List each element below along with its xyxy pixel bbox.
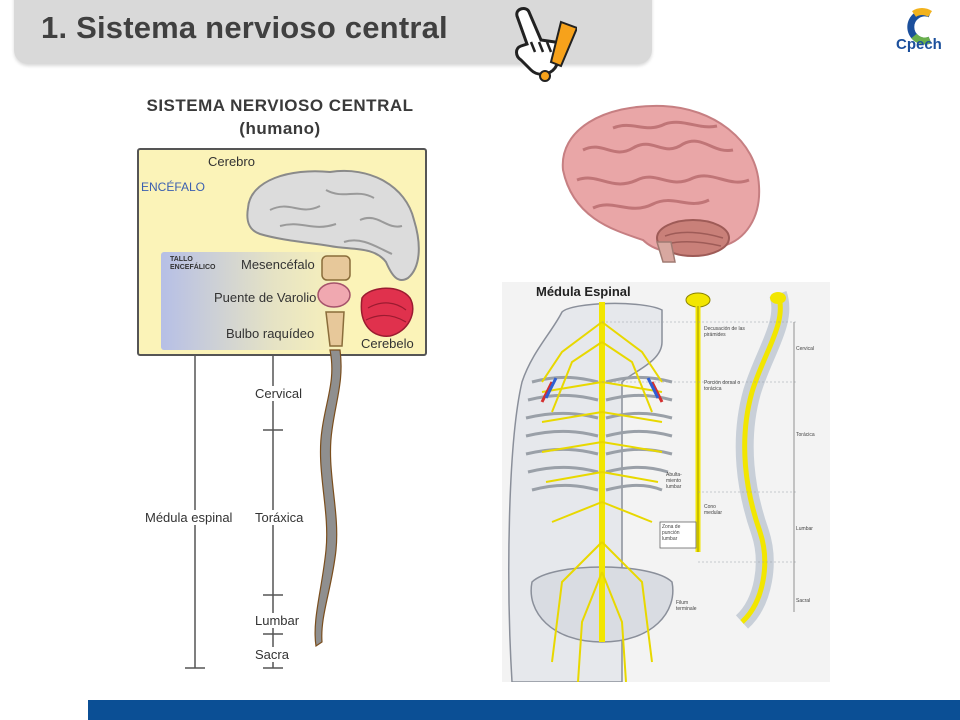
- cono-label: Cono medular: [704, 504, 723, 516]
- diagram-title: SISTEMA NERVIOSO CENTRAL: [146, 96, 414, 115]
- sacra-label: Sacra: [253, 647, 291, 662]
- porcion-label: Porción dorsal o torácica: [704, 380, 741, 392]
- logo-text: Cpech: [896, 36, 942, 53]
- spinal-cord-shape: [314, 349, 342, 648]
- toraxica-label: Toráxica: [253, 510, 306, 525]
- tallo-label: TALLO ENCEFÁLICO: [170, 256, 216, 271]
- bottom-accent-bar: [88, 700, 960, 720]
- cervical-side-label: Cervical: [796, 346, 815, 352]
- sacral-side-label: Sacral: [796, 598, 811, 604]
- puente-label: Puente de Varolio: [214, 290, 317, 305]
- decusacion-label: Decusación de las pirámides: [704, 326, 745, 338]
- lumbar-side-label: Lumbar: [796, 526, 813, 532]
- mesencefalo-label: Mesencéfalo: [241, 257, 315, 272]
- lumbar-label: Lumbar: [253, 613, 302, 628]
- bulbo-label: Bulbo raquídeo: [226, 326, 315, 341]
- filum-label: Filum terminale: [676, 600, 697, 612]
- abultamiento-label: Abulta- miento lumbar: [666, 472, 682, 490]
- brain-model-image: [561, 104, 761, 263]
- cervical-label: Cervical: [253, 386, 304, 401]
- diagram-subtitle: (humano): [239, 119, 321, 138]
- nervous-system-diagram: [185, 169, 420, 669]
- page-title: 1. Sistema nervioso central: [41, 10, 448, 45]
- pons-shape: [317, 282, 351, 308]
- toracica-side-label: Torácica: [796, 432, 815, 438]
- spine-anatomy-illustration: [508, 290, 798, 682]
- medula-label: Médula espinal: [143, 510, 235, 525]
- cerebro-label: Cerebro: [208, 154, 255, 169]
- midbrain-shape: [321, 255, 351, 281]
- medulla-oblongata-shape: [325, 311, 345, 347]
- cerebelo-label: Cerebelo: [361, 336, 414, 351]
- spine-panel-title: Médula Espinal: [536, 284, 631, 299]
- hand-pointer-icon: [515, 7, 577, 82]
- encefalo-label: ENCÉFALO: [141, 180, 206, 194]
- zona-label: Zona de punción lumbar: [662, 524, 681, 542]
- cpech-logo-icon: [907, 8, 932, 45]
- cerebellum-shape: [360, 287, 414, 337]
